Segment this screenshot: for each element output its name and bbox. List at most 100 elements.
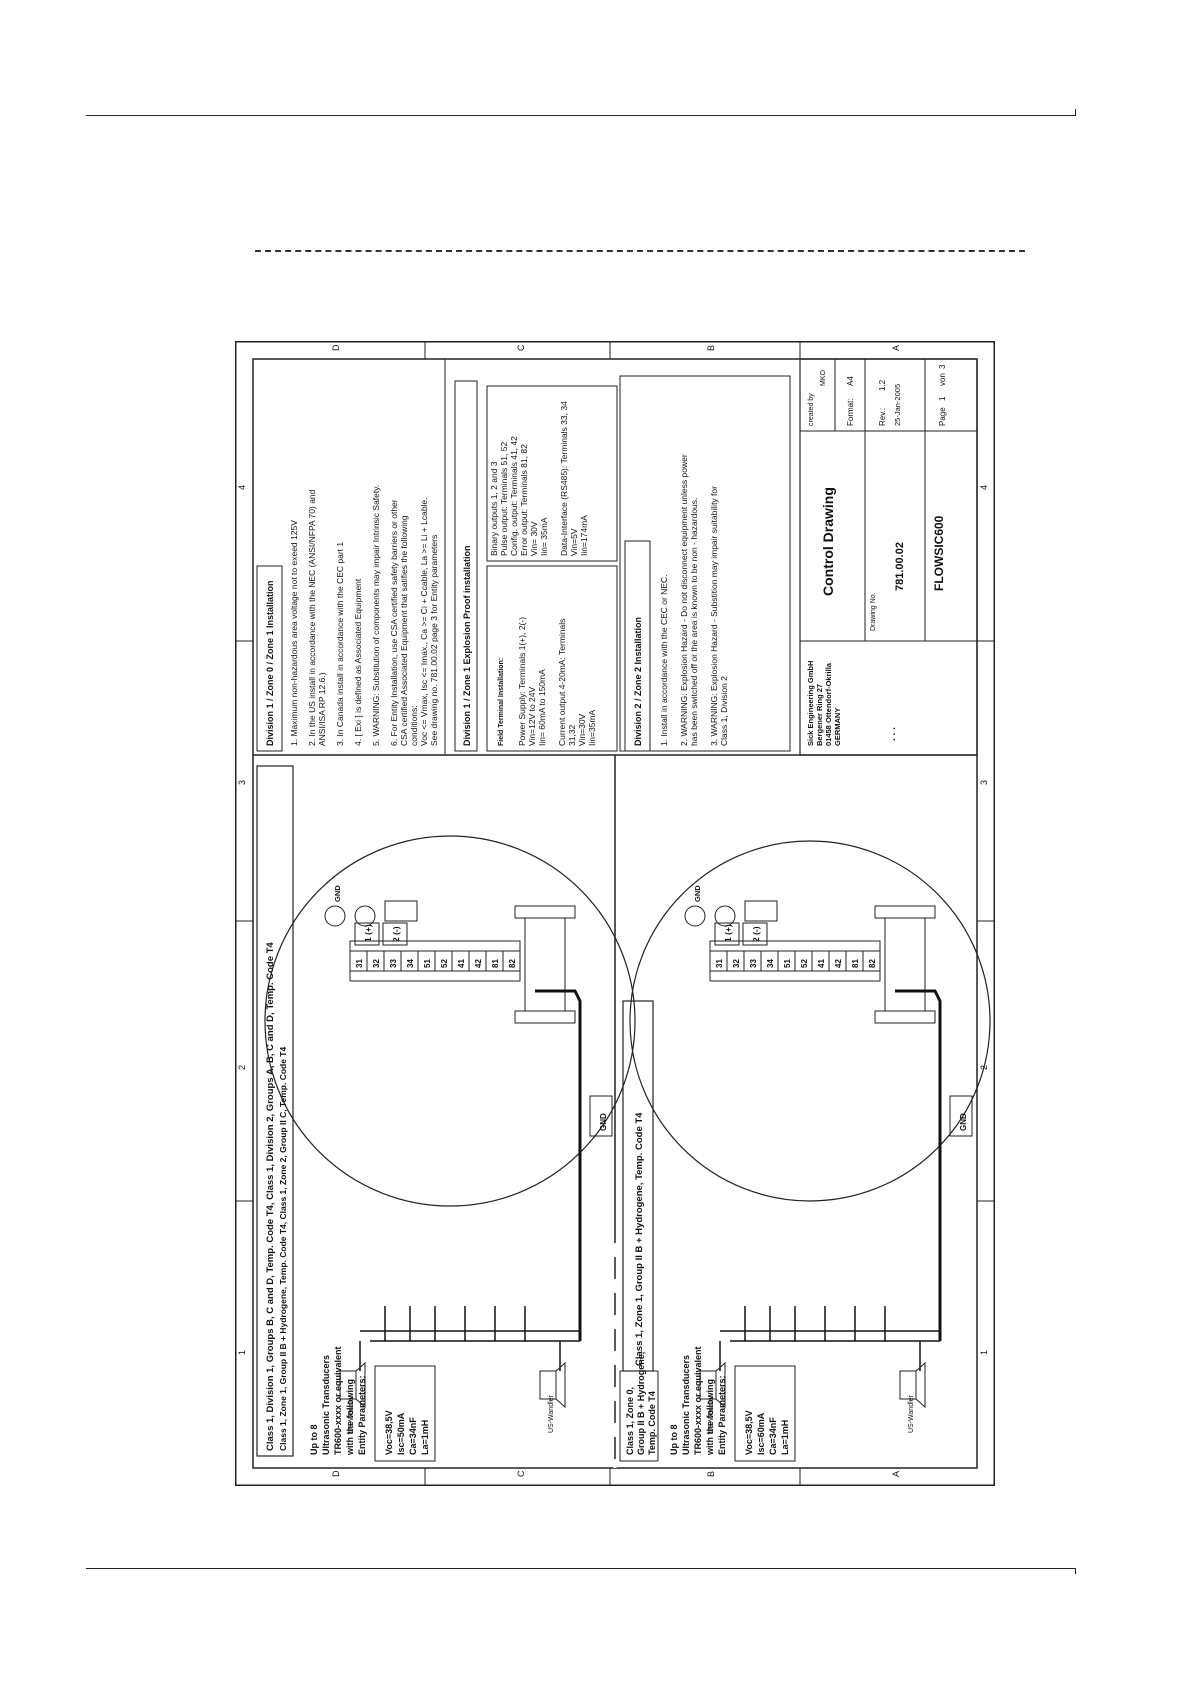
div1-title: Division 1 / Zone 0 / Zone 1 Installatio… bbox=[265, 580, 275, 746]
lower-terminal-number: 52 bbox=[800, 959, 809, 968]
lower-zone-box bbox=[619, 1370, 659, 1462]
svg-text:Class 1, Division 2: Class 1, Division 2 bbox=[719, 676, 729, 746]
svg-text:TR600-xxxx or equivalent: TR600-xxxx or equivalent bbox=[693, 1346, 703, 1455]
upper-terminal-number: 41 bbox=[457, 959, 466, 968]
svg-text:La=1mH: La=1mH bbox=[780, 1420, 790, 1455]
bottom-rule-tick bbox=[1075, 1568, 1076, 1574]
svg-text:Voc=38,5V: Voc=38,5V bbox=[744, 1410, 754, 1455]
lower-cable bbox=[895, 989, 942, 1341]
svg-text:Sick Engineering GmbH: Sick Engineering GmbH bbox=[806, 661, 815, 746]
border-row-a-top: A bbox=[891, 345, 901, 351]
upper-term-1-label: 1 (+) bbox=[363, 924, 373, 942]
lower-transducer-bottom bbox=[899, 1361, 926, 1409]
page-value: 1 bbox=[938, 396, 947, 401]
svg-text:La=1mH: La=1mH bbox=[420, 1420, 430, 1455]
svg-text:Ultrasonic Transducers: Ultrasonic Transducers bbox=[321, 1355, 331, 1455]
svg-text:Up to 8: Up to 8 bbox=[309, 1425, 319, 1456]
drawing-canvas: D C B A D C B A 1 2 3 4 1 2 3 4 Class 1,… bbox=[235, 341, 995, 1486]
upper-transducer-top bbox=[339, 1361, 366, 1409]
lower-terminal-number: 82 bbox=[868, 959, 877, 968]
border-col-1-left: 1 bbox=[237, 1350, 247, 1355]
svg-text:Data-Interface (RS485): Termin: Data-Interface (RS485): Terminals 33, 34 bbox=[559, 401, 569, 556]
outer-frame bbox=[235, 341, 995, 1486]
border-ticks bbox=[235, 341, 995, 1486]
svg-text:Up to 8: Up to 8 bbox=[669, 1425, 679, 1456]
created-by-label: created by bbox=[808, 393, 815, 426]
svg-text:Temp. Code T4: Temp. Code T4 bbox=[647, 1391, 657, 1455]
lower-zone-label: Class 1, Zone 0, Group II B + Hydrogene,… bbox=[625, 1352, 657, 1455]
upper-outer-gnd-label: GND bbox=[599, 1113, 608, 1131]
svg-text:Pulse output: Terminals 51, 52: Pulse output: Terminals 51, 52 bbox=[499, 442, 509, 556]
rev-value: 1.2 bbox=[878, 379, 887, 391]
page-label: Page bbox=[938, 407, 947, 426]
border-row-c-bottom: C bbox=[516, 1470, 526, 1477]
border-row-b-bottom: B bbox=[706, 1471, 716, 1477]
expl-title-box bbox=[454, 380, 478, 752]
border-row-d-bottom: D bbox=[331, 1470, 341, 1477]
upper-entity-params: Voc=38,5V Isc=50mA Ca=34nF La=1mH bbox=[384, 1410, 430, 1455]
upper-outer-gnd-box bbox=[589, 1095, 613, 1137]
upper-gnd-small: GND bbox=[333, 885, 342, 902]
upper-heading-box bbox=[256, 765, 294, 1457]
drawing-no: 781.00.02 bbox=[894, 542, 906, 591]
company-block: Sick Engineering GmbH Bergener Ring 27 0… bbox=[806, 661, 842, 746]
upper-housing-circle bbox=[264, 835, 636, 1207]
lower-terminal-number: 33 bbox=[749, 959, 758, 968]
bottom-rule bbox=[86, 1568, 1076, 1569]
upper-terminal-number: 52 bbox=[440, 959, 449, 968]
svg-text:Current output 4-20mA: Termina: Current output 4-20mA: Terminals bbox=[557, 619, 567, 746]
svg-text:Vin=12V to 24V: Vin=12V to 24V bbox=[527, 687, 537, 746]
lower-housing-circle bbox=[629, 840, 991, 1202]
lower-heading: Class 1, Zone 1, Group II B + Hydrogene,… bbox=[634, 1112, 645, 1366]
svg-text:Iin=174mA: Iin=174mA bbox=[579, 515, 589, 556]
upper-transducer-leads bbox=[359, 1306, 580, 1371]
format-value: A4 bbox=[846, 376, 855, 386]
lower-terminal-number: 42 bbox=[834, 959, 843, 968]
dashed-separator bbox=[255, 250, 1025, 252]
rev-date: 25-Jan-2005 bbox=[893, 384, 902, 426]
expl-left-box bbox=[486, 565, 618, 752]
svg-text:Isc=60mA: Isc=60mA bbox=[756, 1412, 766, 1455]
div1-notes: 1. Maximum non-hazardous area voltage no… bbox=[289, 485, 439, 746]
product-name: FLOWSIC600 bbox=[932, 515, 946, 591]
svg-text:3. WARNING: Explosion Hazard -: 3. WARNING: Explosion Hazard - Substitio… bbox=[709, 486, 719, 746]
upper-terminal-number: 31 bbox=[355, 959, 364, 968]
svg-text:3. In Canada install in accord: 3. In Canada install in accordance with … bbox=[335, 542, 345, 746]
lower-wandler-top: US-Wandler bbox=[708, 1394, 715, 1433]
svg-text:Entity Parameters:: Entity Parameters: bbox=[717, 1375, 727, 1455]
top-rule bbox=[86, 115, 1076, 116]
lower-wandler-bottom: US-Wandler bbox=[908, 1394, 915, 1433]
svg-text:Class 1, Zone 0,: Class 1, Zone 0, bbox=[625, 1387, 635, 1455]
svg-text:conditions:: conditions: bbox=[409, 705, 419, 746]
svg-text:ANSI/ISA RP 12.6.): ANSI/ISA RP 12.6.) bbox=[317, 672, 327, 746]
svg-text:Ultrasonic Transducers: Ultrasonic Transducers bbox=[681, 1355, 691, 1455]
svg-text:Bergener Ring 27: Bergener Ring 27 bbox=[815, 684, 824, 746]
svg-text:Ca=34nF: Ca=34nF bbox=[768, 1417, 778, 1455]
svg-text:5. WARNING: Substitution of co: 5. WARNING: Substitution of components m… bbox=[371, 485, 381, 746]
svg-text:Iin= 60mA to 150mA: Iin= 60mA to 150mA bbox=[537, 669, 547, 746]
lower-entity-box bbox=[734, 1365, 796, 1462]
svg-text:Vin=30V: Vin=30V bbox=[577, 713, 587, 746]
lower-terminal-number: 34 bbox=[766, 959, 775, 968]
svg-text:Binary outputs 1, 2 and 3: Binary outputs 1, 2 and 3 bbox=[489, 461, 499, 556]
border-col-4-left: 4 bbox=[237, 485, 247, 490]
upper-terminal-number: 34 bbox=[406, 959, 415, 968]
svg-text:Power Supply: Terminals 1(+),: Power Supply: Terminals 1(+), 2(-) bbox=[517, 617, 527, 746]
expl-right-lines: Binary outputs 1, 2 and 3 Pulse output: … bbox=[489, 401, 589, 556]
div2-title: Division 2 / Zone 2 Installation bbox=[633, 617, 643, 746]
upper-terminal-number: 82 bbox=[508, 959, 517, 968]
upper-entity-box bbox=[374, 1365, 436, 1462]
border-col-2-left: 2 bbox=[237, 1065, 247, 1070]
svg-text:1. Install in accordance with: 1. Install in accordance with the CEC or… bbox=[659, 575, 669, 747]
svg-text:31,32: 31,32 bbox=[567, 724, 577, 746]
svg-text:Group II B + Hydrogene,: Group II B + Hydrogene, bbox=[636, 1352, 646, 1455]
svg-text:Error output: Terminals 81, 82: Error output: Terminals 81, 82 bbox=[519, 444, 529, 556]
lower-terminal-number: 31 bbox=[715, 959, 724, 968]
svg-text:Vin=5V: Vin=5V bbox=[569, 528, 579, 556]
upper-wandler-bottom: US-Wandler bbox=[548, 1394, 555, 1433]
svg-text:Iin=35mA: Iin=35mA bbox=[587, 710, 597, 746]
lower-terminal-cell bbox=[862, 950, 881, 972]
format-label: Format: bbox=[846, 398, 855, 426]
svg-text:2. In the US install in accord: 2. In the US install in accordance with … bbox=[307, 489, 317, 746]
border-row-d-top: D bbox=[331, 344, 341, 351]
